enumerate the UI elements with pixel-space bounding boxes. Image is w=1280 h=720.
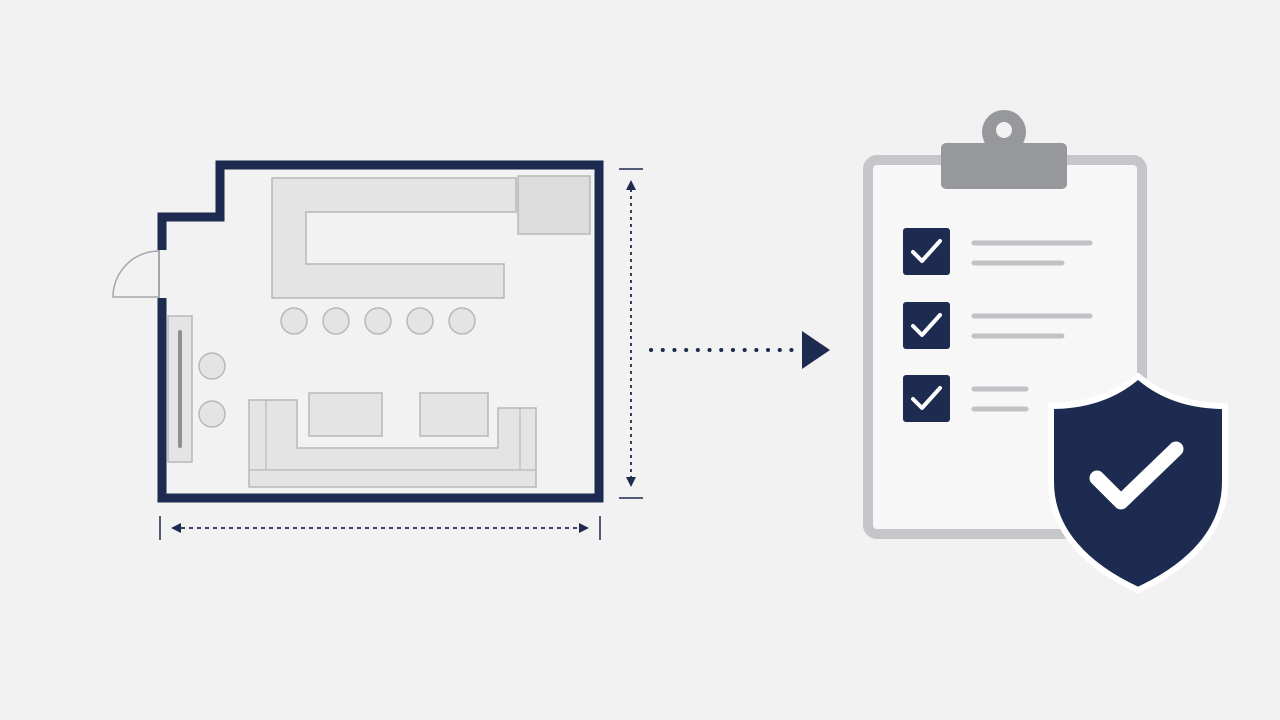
stool — [364, 307, 392, 335]
checklist — [903, 228, 1093, 422]
sofa — [248, 399, 537, 488]
checklist-item — [903, 375, 1029, 422]
stool — [406, 307, 434, 335]
floor-plan-icon — [112, 160, 604, 503]
side-stool — [198, 352, 226, 380]
checked-box-icon — [903, 302, 950, 349]
clipboard-clip — [941, 110, 1067, 189]
bar-stools — [280, 307, 476, 335]
checked-box-icon — [903, 228, 950, 275]
stool — [448, 307, 476, 335]
shield-check-icon — [1048, 373, 1228, 593]
dotted-arrow-right-icon — [649, 331, 830, 369]
stool — [280, 307, 308, 335]
floor-plan-walls — [157, 160, 604, 503]
door-swing-icon — [112, 250, 160, 298]
appliance-block — [517, 175, 591, 235]
shield-checkmark — [1089, 441, 1184, 510]
coffee-table — [419, 392, 489, 437]
side-stool — [198, 400, 226, 428]
vertical-dimension-arrow-icon — [619, 168, 643, 499]
checklist-item — [903, 302, 1093, 349]
stool — [322, 307, 350, 335]
horizontal-dimension-arrow-icon — [159, 516, 601, 540]
kitchen-counter — [271, 177, 517, 299]
coffee-table — [308, 392, 383, 437]
clipboard-icon — [863, 110, 1147, 539]
checked-box-icon — [903, 375, 950, 422]
checklist-item — [903, 228, 1093, 275]
